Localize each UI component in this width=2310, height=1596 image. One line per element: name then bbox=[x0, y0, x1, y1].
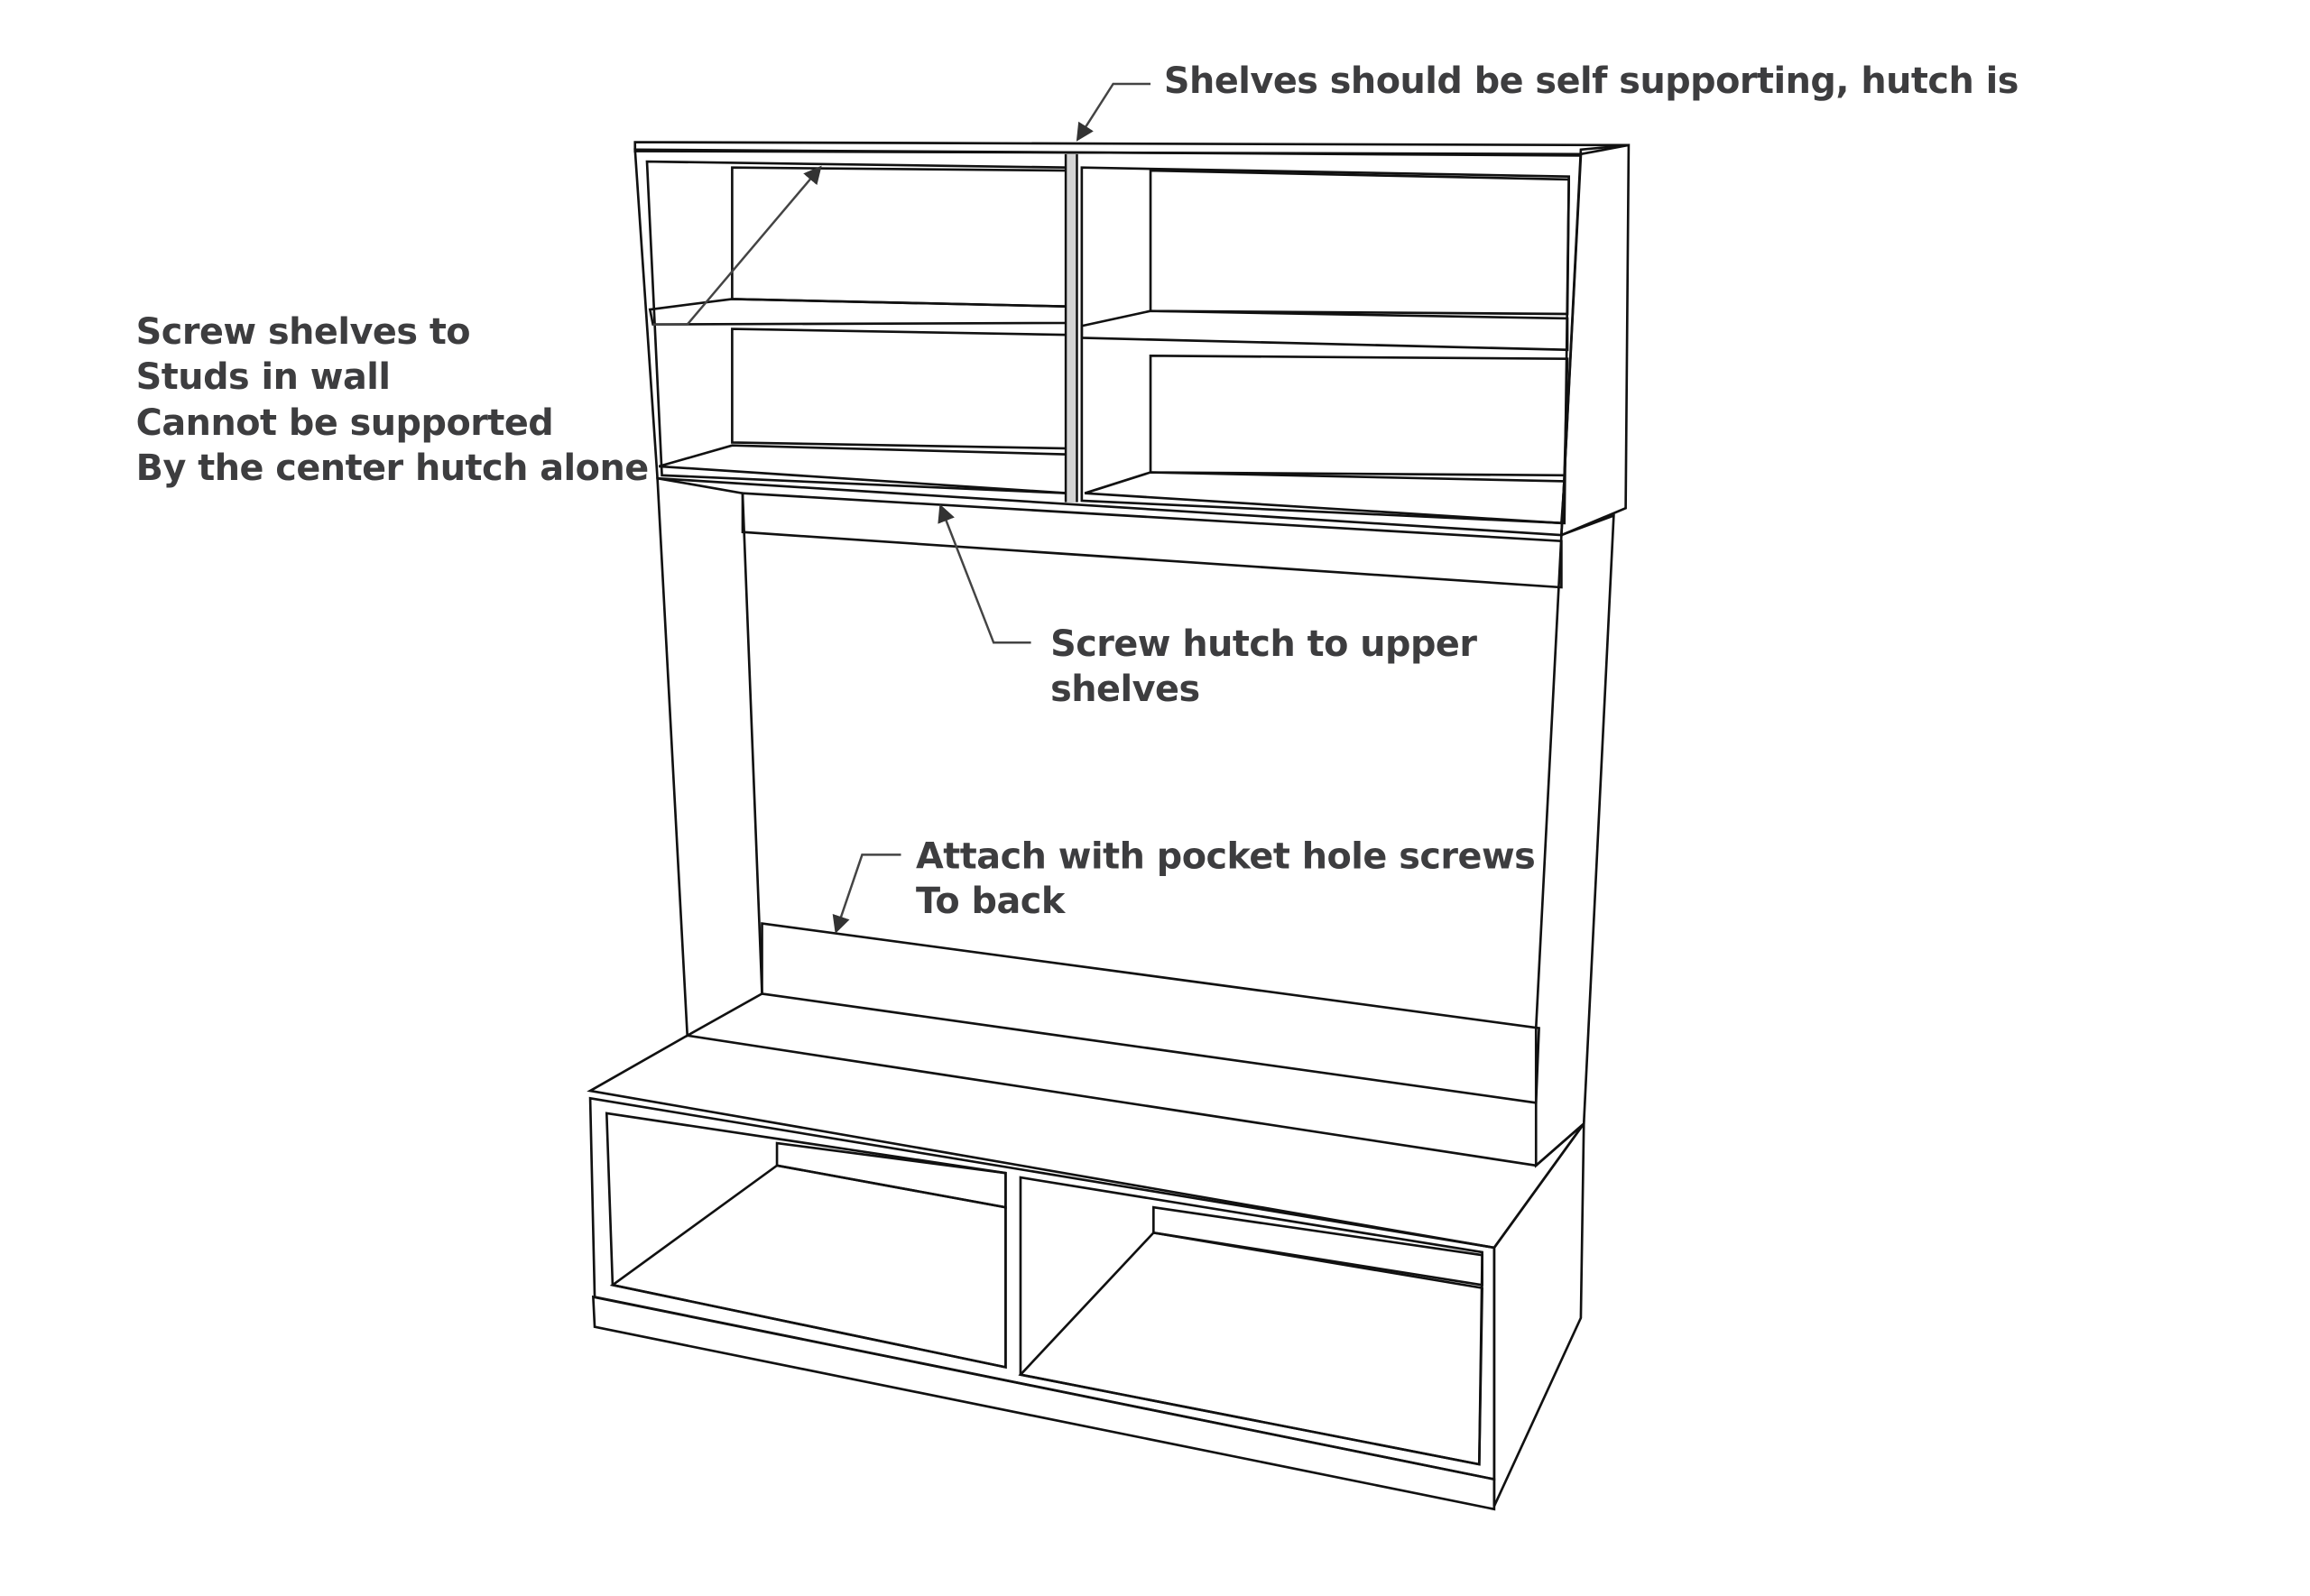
upper-shelves bbox=[633, 141, 1631, 538]
annotation-middle-line: Screw hutch to upper bbox=[1050, 623, 1477, 665]
annotation-left: Screw shelves to Studs in wall Cannot be… bbox=[136, 311, 650, 489]
annotation-left-line: By the center hutch alone bbox=[136, 447, 649, 489]
base-cabinet bbox=[587, 1034, 1585, 1511]
annotation-left-line: Studs in wall bbox=[136, 356, 391, 398]
annotation-left-line: Screw shelves to bbox=[136, 311, 470, 353]
annotation-middle: Screw hutch to upper shelves bbox=[1050, 623, 1478, 710]
wood-hutch bbox=[656, 476, 1615, 1168]
annotation-left-line: Cannot be supported bbox=[136, 402, 554, 444]
annotation-lower-line: Attach with pocket hole screws bbox=[916, 835, 1535, 877]
annotation-lower: Attach with pocket hole screws To back bbox=[916, 835, 1536, 922]
annotation-top: Shelves should be self supporting, hutch… bbox=[1164, 60, 2019, 102]
bottom-rail bbox=[761, 922, 1540, 1104]
annotation-lower-line: To back bbox=[916, 881, 1067, 922]
left-side-panel bbox=[656, 476, 763, 1038]
top-rail bbox=[741, 492, 1563, 589]
annotation-middle-line: shelves bbox=[1050, 669, 1200, 710]
leader-lines bbox=[652, 82, 1151, 934]
right-side-panel bbox=[1534, 513, 1615, 1168]
